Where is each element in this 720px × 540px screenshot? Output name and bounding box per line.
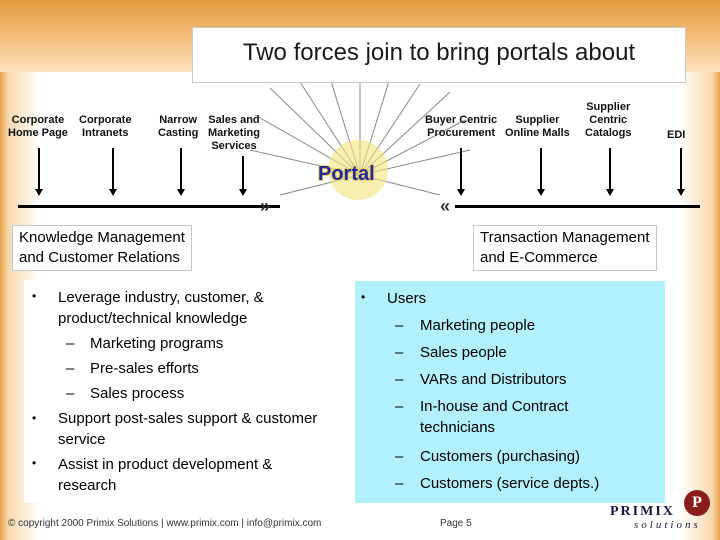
left-bullet-2: Support post-sales support & customer se… xyxy=(58,410,318,448)
portal-label: Portal xyxy=(318,163,375,185)
arrow-shaft xyxy=(242,156,244,190)
right-dash: – xyxy=(395,344,404,361)
right-sub-4: In-house and Contract technicians xyxy=(420,398,569,436)
left-section-title: Knowledge Management and Customer Relati… xyxy=(12,225,192,271)
left-dash: – xyxy=(66,385,75,402)
arrow-shaft xyxy=(540,148,542,190)
right-dash: – xyxy=(395,448,404,465)
arrow-head xyxy=(537,189,545,196)
arrow-head xyxy=(109,189,117,196)
bullet: • xyxy=(32,411,37,425)
chevron-left-icon: « xyxy=(440,196,451,216)
right-dash: – xyxy=(395,475,404,492)
arrow-shaft xyxy=(38,148,40,190)
right-sub-1: Marketing people xyxy=(420,317,536,334)
label-edi: EDI xyxy=(667,129,686,141)
left-sub-3: Sales process xyxy=(90,385,185,402)
label-corporate-intranets: Corporate Intranets xyxy=(79,114,132,139)
arrow-head xyxy=(606,189,614,196)
right-sub-5: Customers (purchasing) xyxy=(420,448,581,465)
primix-logo-sub: solutions xyxy=(634,519,701,531)
title-box: Two forces join to bring portals about xyxy=(192,27,686,83)
left-dash: – xyxy=(66,335,75,352)
right-dash: – xyxy=(395,398,404,415)
right-sub-3: VARs and Distributors xyxy=(420,371,567,388)
right-dash: – xyxy=(395,317,404,334)
chevron-right-icon: » xyxy=(260,196,271,216)
arrow-head xyxy=(677,189,685,196)
footer-copyright: © copyright 2000 Primix Solutions | www.… xyxy=(8,518,322,529)
footer-page-number: Page 5 xyxy=(440,518,472,529)
arrow-head xyxy=(177,189,185,196)
label-narrow-casting: Narrow Casting xyxy=(158,114,199,139)
right-sub-2: Sales people xyxy=(420,344,507,361)
arrow-shaft xyxy=(112,148,114,190)
left-panel: • Leverage industry, customer, & product… xyxy=(24,280,354,502)
label-sales-marketing-services: Sales and Marketing Services xyxy=(208,114,260,152)
right-dash: – xyxy=(395,371,404,388)
left-bullet-1: Leverage industry, customer, & product/t… xyxy=(58,289,264,327)
right-sub-6: Customers (service depts.) xyxy=(420,475,600,492)
primix-logo-text: PRIMIX xyxy=(610,504,675,519)
arrow-head xyxy=(457,189,465,196)
label-supplier-centric-catalogs: Supplier Centric Catalogs xyxy=(585,101,632,139)
left-sub-2: Pre-sales efforts xyxy=(90,360,199,377)
arrow-shaft xyxy=(680,148,682,190)
label-buyer-centric-procurement: Buyer Centric Procurement xyxy=(425,114,498,139)
right-force-line xyxy=(455,205,700,208)
left-dash: – xyxy=(66,360,75,377)
arrow-shaft xyxy=(609,148,611,190)
left-force-line xyxy=(18,205,280,208)
bullet: • xyxy=(32,456,37,470)
left-sub-1: Marketing programs xyxy=(90,335,224,352)
right-panel: • Users – Marketing people – Sales peopl… xyxy=(355,281,665,503)
primix-logo-mark: P xyxy=(684,490,710,516)
slide-title: Two forces join to bring portals about xyxy=(242,39,636,66)
arrow-head xyxy=(239,189,247,196)
arrow-head xyxy=(35,189,43,196)
arrow-shaft xyxy=(460,148,462,190)
bullet: • xyxy=(32,289,37,303)
left-bullet-3: Assist in product development & research xyxy=(58,456,273,494)
arrow-shaft xyxy=(180,148,182,190)
label-corporate-home-page: Corporate Home Page xyxy=(8,114,68,139)
right-users: Users xyxy=(387,290,427,307)
label-supplier-online-malls: Supplier Online Malls xyxy=(505,114,570,139)
bullet: • xyxy=(361,290,366,304)
right-section-title: Transaction Management and E-Commerce xyxy=(473,225,657,271)
